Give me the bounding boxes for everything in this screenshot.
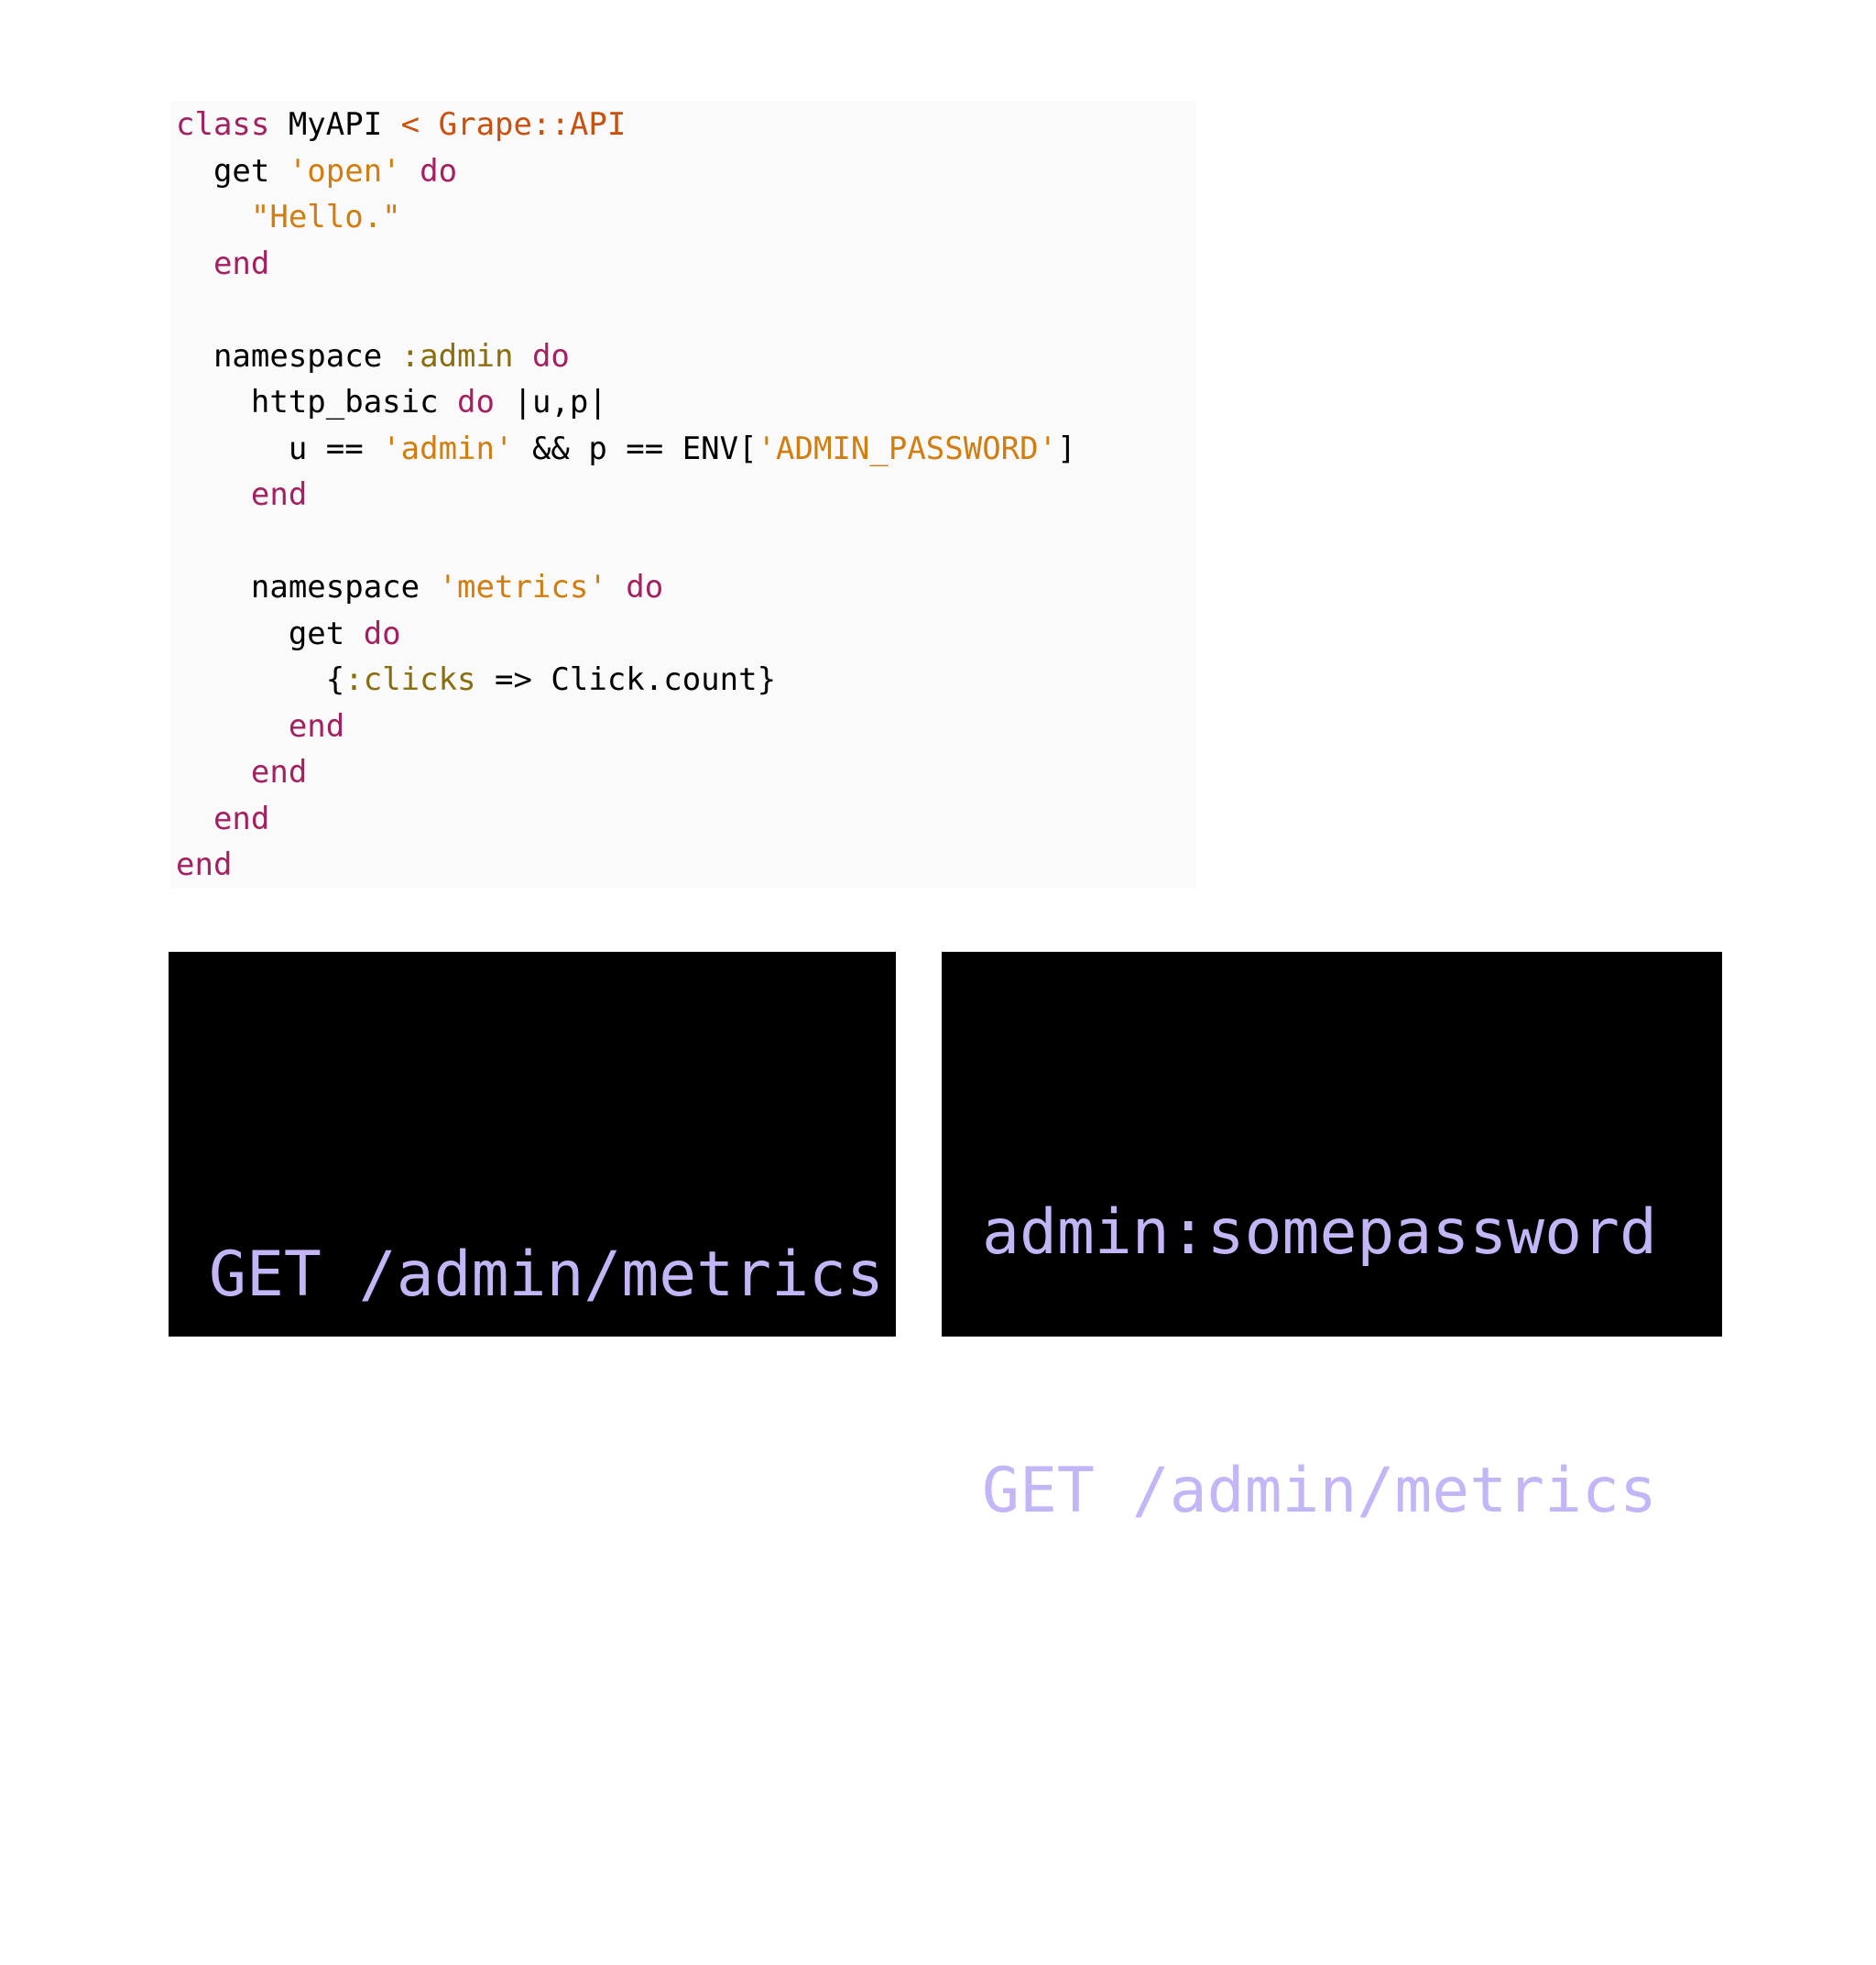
response-line: {“clicks”:235343} [982,1713,1620,1785]
code-token [420,106,438,143]
code-line: {:clicks => Click.count} [176,657,1076,704]
request-line: GET /admin/metrics [982,1455,1657,1527]
code-token: namespace [176,337,401,375]
terminal-unauthorized: GET /admin/metrics 401 Unauthorized [169,952,896,1569]
code-token: |u,p| [495,384,607,420]
code-token: end [176,846,233,883]
terminal-authorized: admin:somepassword GET /admin/metrics {“… [942,952,1722,1785]
code-token: MyAPI [269,106,401,143]
code-token: get [176,152,289,190]
code-line: get do [176,611,1076,658]
code-line: end [176,704,1076,750]
code-token: http_basic [176,384,458,420]
code-line: end [176,842,1076,889]
code-token: :clicks [344,661,476,698]
code-token [176,754,251,791]
code-token: end [250,754,308,791]
code-token: end [288,707,345,745]
code-token [513,338,531,375]
code-token: :admin [400,337,514,375]
code-token: 'admin' [382,430,514,467]
code-token: u == [176,430,383,467]
code-token: 'metrics' [438,569,607,606]
code-line: namespace :admin do [176,333,1076,380]
code-line: end [176,796,1076,843]
response-line: 401 Unauthorized [209,1497,810,1569]
code-token: ] [1057,430,1076,467]
code-line: get 'open' do [176,148,1076,195]
credentials-line: admin:somepassword [982,1196,1657,1269]
code-token: 'ADMIN_PASSWORD' [757,430,1058,467]
code-token: do [457,384,495,420]
code-line: class MyAPI < Grape::API [176,102,1076,148]
code-token: do [420,152,458,190]
request-line: GET /admin/metrics [209,1239,884,1311]
code-token: get [176,615,364,652]
code-line: u == 'admin' && p == ENV['ADMIN_PASSWORD… [176,426,1076,473]
code-token [176,801,213,837]
code-line: namespace 'metrics' do [176,564,1076,611]
code-token: namespace [176,569,439,606]
code-token [176,708,289,745]
code-token [176,476,251,513]
code-token: => Click.count} [475,661,777,698]
code-token: do [363,615,401,652]
code-line: end [176,749,1076,796]
code-block: class MyAPI < Grape::API get 'open' do "… [176,102,1076,889]
code-line [176,519,1076,565]
code-token: "Hello." [250,199,401,235]
code-token: class [176,106,270,143]
code-line: end [176,241,1076,288]
code-token [607,569,626,606]
code-token: do [626,569,664,606]
code-token: end [213,800,270,837]
code-panel [170,101,1196,889]
code-token [176,246,213,282]
code-line: "Hello." [176,194,1076,241]
code-token: end [250,476,308,513]
code-token [176,199,251,235]
code-token: { [176,661,345,698]
code-line [176,287,1076,333]
code-token: && p == ENV[ [513,430,758,467]
code-line: end [176,472,1076,519]
code-token: end [213,245,270,282]
code-token [401,153,420,190]
code-token: < [400,106,420,143]
code-token: 'open' [288,152,401,190]
code-line: http_basic do |u,p| [176,379,1076,426]
code-token: do [531,337,570,375]
code-token: Grape::API [438,106,627,143]
